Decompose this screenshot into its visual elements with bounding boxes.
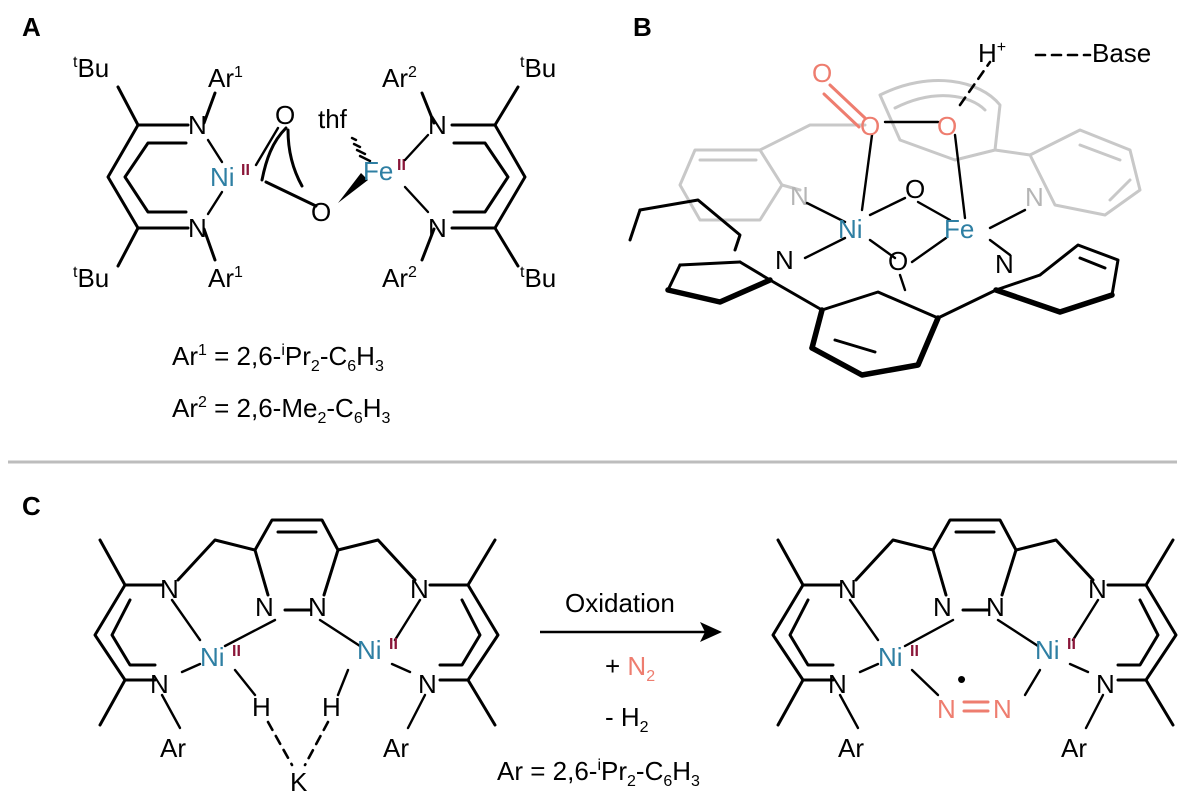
oxidation-state: II bbox=[241, 162, 250, 179]
hbond-dash bbox=[958, 60, 992, 107]
ligand-front bbox=[628, 198, 1120, 378]
oxidation-state: II bbox=[389, 636, 398, 653]
atom-n-dinitrogen: N bbox=[937, 694, 956, 724]
product-structure bbox=[771, 518, 1178, 730]
panel-b: B N N bbox=[628, 12, 1151, 378]
thf-dashed-wedge bbox=[350, 136, 372, 163]
panel-a: A N N tBu tBu Ar1 Ar1 Ni II O O bbox=[22, 12, 556, 427]
label-h-plus: H+ bbox=[978, 38, 1006, 68]
atom-n: N bbox=[418, 669, 437, 699]
atom-o-highlight: O bbox=[860, 111, 880, 141]
atom-n: N bbox=[838, 574, 857, 604]
tbu-top-right: tBu bbox=[520, 53, 556, 83]
atom-n: N bbox=[775, 245, 794, 275]
atom-o: O bbox=[905, 174, 925, 204]
arrow-label-n2: + N2 bbox=[605, 651, 655, 685]
label-base: Base bbox=[1092, 38, 1151, 68]
atom-h: H bbox=[252, 692, 271, 722]
metal-ni: Ni bbox=[1035, 635, 1060, 665]
arrow-label-oxidation: Oxidation bbox=[565, 588, 675, 618]
panel-c: C bbox=[22, 491, 1178, 797]
atom-o: O bbox=[888, 246, 908, 276]
oxidation-state: II bbox=[910, 643, 919, 660]
co2-ligand bbox=[254, 126, 368, 208]
panel-b-label: B bbox=[633, 12, 652, 42]
atom-k: K bbox=[290, 767, 308, 797]
metal-ni: Ni bbox=[200, 642, 225, 672]
legend-ar1: Ar1 = 2,6-iPr2-C6H3 bbox=[172, 341, 384, 375]
metal-ni: Ni bbox=[838, 214, 863, 244]
atom-n: N bbox=[410, 574, 429, 604]
k-hydride-dash bbox=[266, 720, 294, 767]
atom-o: O bbox=[275, 100, 295, 130]
tbu-bottom-right: tBu bbox=[520, 263, 556, 293]
metal-ni: Ni bbox=[210, 162, 235, 192]
nacnac-ligand-left bbox=[106, 85, 224, 268]
ligand-background bbox=[678, 79, 1142, 222]
ar-group: Ar bbox=[160, 733, 186, 763]
atom-n: N bbox=[188, 110, 207, 140]
arrow-label-h2: - H2 bbox=[605, 702, 649, 736]
ar-group: Ar bbox=[838, 733, 864, 763]
atom-o-highlight: O bbox=[812, 58, 832, 88]
oxidation-state: II bbox=[232, 643, 241, 660]
radical-dot: • bbox=[957, 664, 966, 694]
atom-n-background: N bbox=[1025, 182, 1044, 212]
metal-core-bonds bbox=[803, 83, 1027, 292]
ar1-top: Ar1 bbox=[208, 63, 243, 93]
metal-ni: Ni bbox=[878, 642, 903, 672]
atom-n: N bbox=[986, 592, 1005, 622]
legend-ar: Ar = 2,6-iPr2-C6H3 bbox=[497, 756, 700, 790]
atom-n: N bbox=[255, 592, 274, 622]
atom-n: N bbox=[1088, 574, 1107, 604]
ar2-top: Ar2 bbox=[382, 63, 417, 93]
atom-n: N bbox=[428, 213, 447, 243]
reactant-structure bbox=[93, 518, 500, 730]
atom-o-highlight: O bbox=[937, 111, 957, 141]
atom-n-background: N bbox=[790, 181, 809, 211]
atom-n: N bbox=[308, 592, 327, 622]
ar1-bottom: Ar1 bbox=[208, 263, 243, 293]
metal-fe: Fe bbox=[944, 214, 974, 244]
legend-ar2: Ar2 = 2,6-Me2-C6H3 bbox=[172, 393, 391, 427]
atom-n: N bbox=[933, 592, 952, 622]
atom-n-dinitrogen: N bbox=[993, 694, 1012, 724]
atom-h: H bbox=[322, 692, 341, 722]
ar2-bottom: Ar2 bbox=[382, 263, 417, 293]
atom-n: N bbox=[1096, 669, 1115, 699]
atom-n: N bbox=[188, 213, 207, 243]
atom-n: N bbox=[150, 669, 169, 699]
atom-n: N bbox=[995, 249, 1014, 279]
tbu-top-left: tBu bbox=[73, 53, 109, 83]
reaction-arrow bbox=[540, 622, 722, 642]
panel-a-label: A bbox=[22, 12, 41, 42]
ar-group: Ar bbox=[383, 733, 409, 763]
atom-o: O bbox=[311, 197, 331, 227]
nacnac-ligand-right bbox=[403, 85, 527, 268]
oxidation-state: II bbox=[1067, 636, 1076, 653]
atom-n: N bbox=[160, 574, 179, 604]
atom-n: N bbox=[828, 669, 847, 699]
panel-c-label: C bbox=[22, 491, 41, 521]
oxidation-state: II bbox=[397, 157, 406, 174]
k-hydride-dash bbox=[303, 720, 330, 767]
atom-n: N bbox=[428, 110, 447, 140]
metal-ni: Ni bbox=[357, 635, 382, 665]
ar-group: Ar bbox=[1061, 733, 1087, 763]
tbu-bottom-left: tBu bbox=[73, 263, 109, 293]
ligand-thf: thf bbox=[318, 104, 348, 134]
